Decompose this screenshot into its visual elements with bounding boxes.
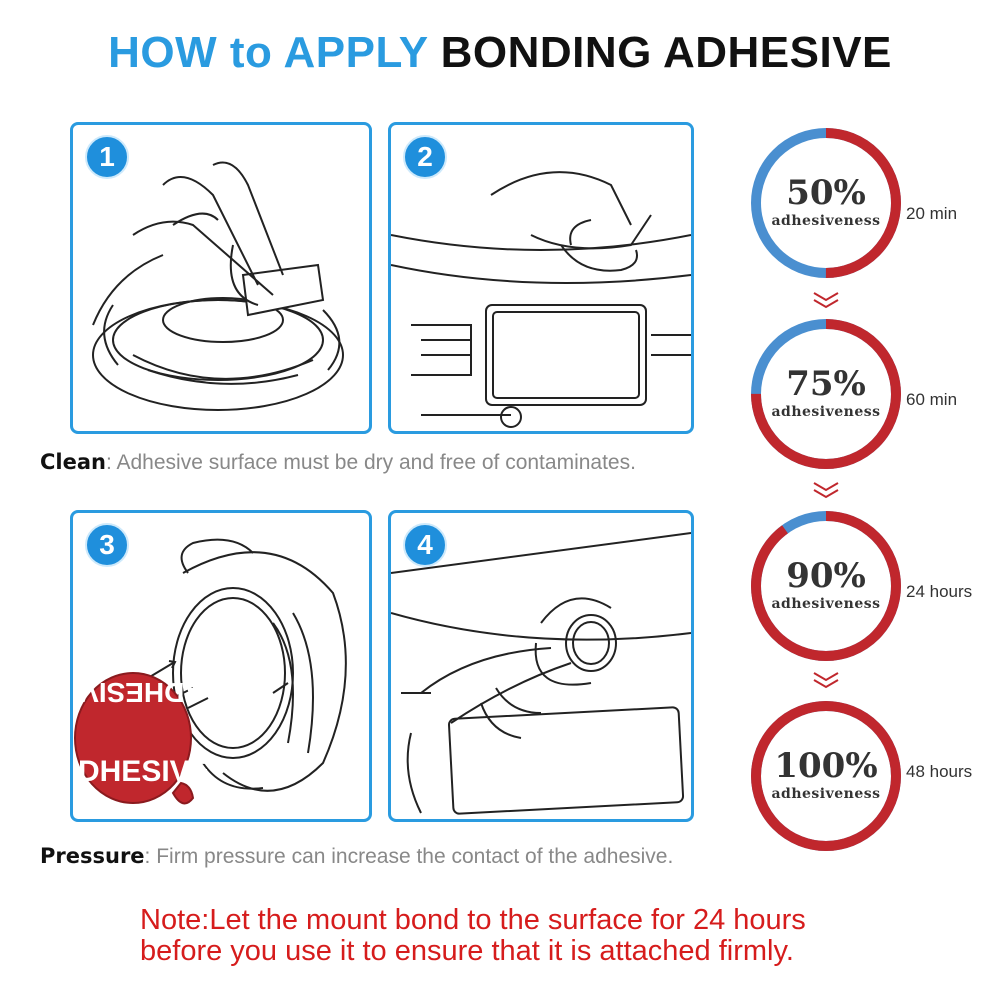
clean-label: Clean (40, 450, 106, 474)
pressure-caption: Pressure: Firm pressure can increase the… (40, 844, 673, 869)
step-1-panel: 1 (70, 122, 372, 434)
sticker-text-mirrored: ADHESIVE (73, 677, 205, 708)
note-line-1: Note:Let the mount bond to the surface f… (140, 904, 806, 936)
step-1-illustration (92, 161, 344, 411)
adhesion-time-2: 60 min (906, 390, 958, 409)
chevron-down-icon (806, 290, 846, 315)
ring-fill (751, 701, 901, 851)
adhesion-time-1: 20 min (906, 204, 958, 223)
adhesion-percent: 100% (774, 746, 878, 786)
chevron-down-icon (806, 480, 846, 505)
adhesion-percent: 90% (786, 556, 866, 596)
step-4-illustration (391, 532, 691, 815)
clean-text: : Adhesive surface must be dry and free … (105, 451, 636, 474)
step-4-badge: 4 (403, 523, 447, 567)
title-bonding-adhesive: BONDING ADHESIVE (440, 28, 892, 77)
adhesion-ring-75: 75%adhesiveness (748, 316, 904, 472)
ring-fill (751, 511, 901, 661)
adhesion-ring-100: 100%adhesiveness (748, 698, 904, 854)
step-3-panel: ADHESIVE ADHESIVE 3 (70, 510, 372, 822)
ring-fill (751, 128, 901, 278)
note-text: Note:Let the mount bond to the surface f… (140, 905, 900, 967)
step-1-badge: 1 (85, 135, 129, 179)
adhesion-percent: 75% (786, 364, 866, 404)
adhesion-label: adhesiveness (771, 786, 881, 802)
chevron-down-icon (806, 670, 846, 695)
page-title: HOW to APPLY BONDING ADHESIVE (0, 28, 1000, 78)
note-line-2: before you use it to ensure that it is a… (140, 935, 794, 967)
step-2-badge: 2 (403, 135, 447, 179)
adhesion-ring-90: 90%adhesiveness (748, 508, 904, 664)
adhesion-time-3: 24 hours (906, 582, 973, 601)
step-2-panel: 2 (388, 122, 694, 434)
pressure-text: : Firm pressure can increase the contact… (144, 845, 674, 868)
adhesion-label: adhesiveness (771, 213, 881, 229)
sticker-text: ADHESIVE (73, 755, 210, 788)
step-4-panel: 4 (388, 510, 694, 822)
clean-caption: Clean: Adhesive surface must be dry and … (40, 450, 636, 475)
pressure-label: Pressure (40, 844, 145, 868)
step-3-badge: 3 (85, 523, 129, 567)
adhesion-percent: 50% (786, 173, 866, 213)
adhesion-label: adhesiveness (771, 404, 881, 420)
adhesive-sticker: ADHESIVE ADHESIVE (73, 672, 210, 805)
step-2-illustration (391, 171, 691, 428)
ring-fill (751, 319, 901, 469)
adhesion-time-4: 48 hours (906, 762, 973, 781)
adhesion-ring-50: 50%adhesiveness (748, 125, 904, 281)
title-how-to-apply: HOW to APPLY (108, 28, 428, 77)
adhesion-label: adhesiveness (771, 596, 881, 612)
step-3-illustration (147, 538, 347, 792)
